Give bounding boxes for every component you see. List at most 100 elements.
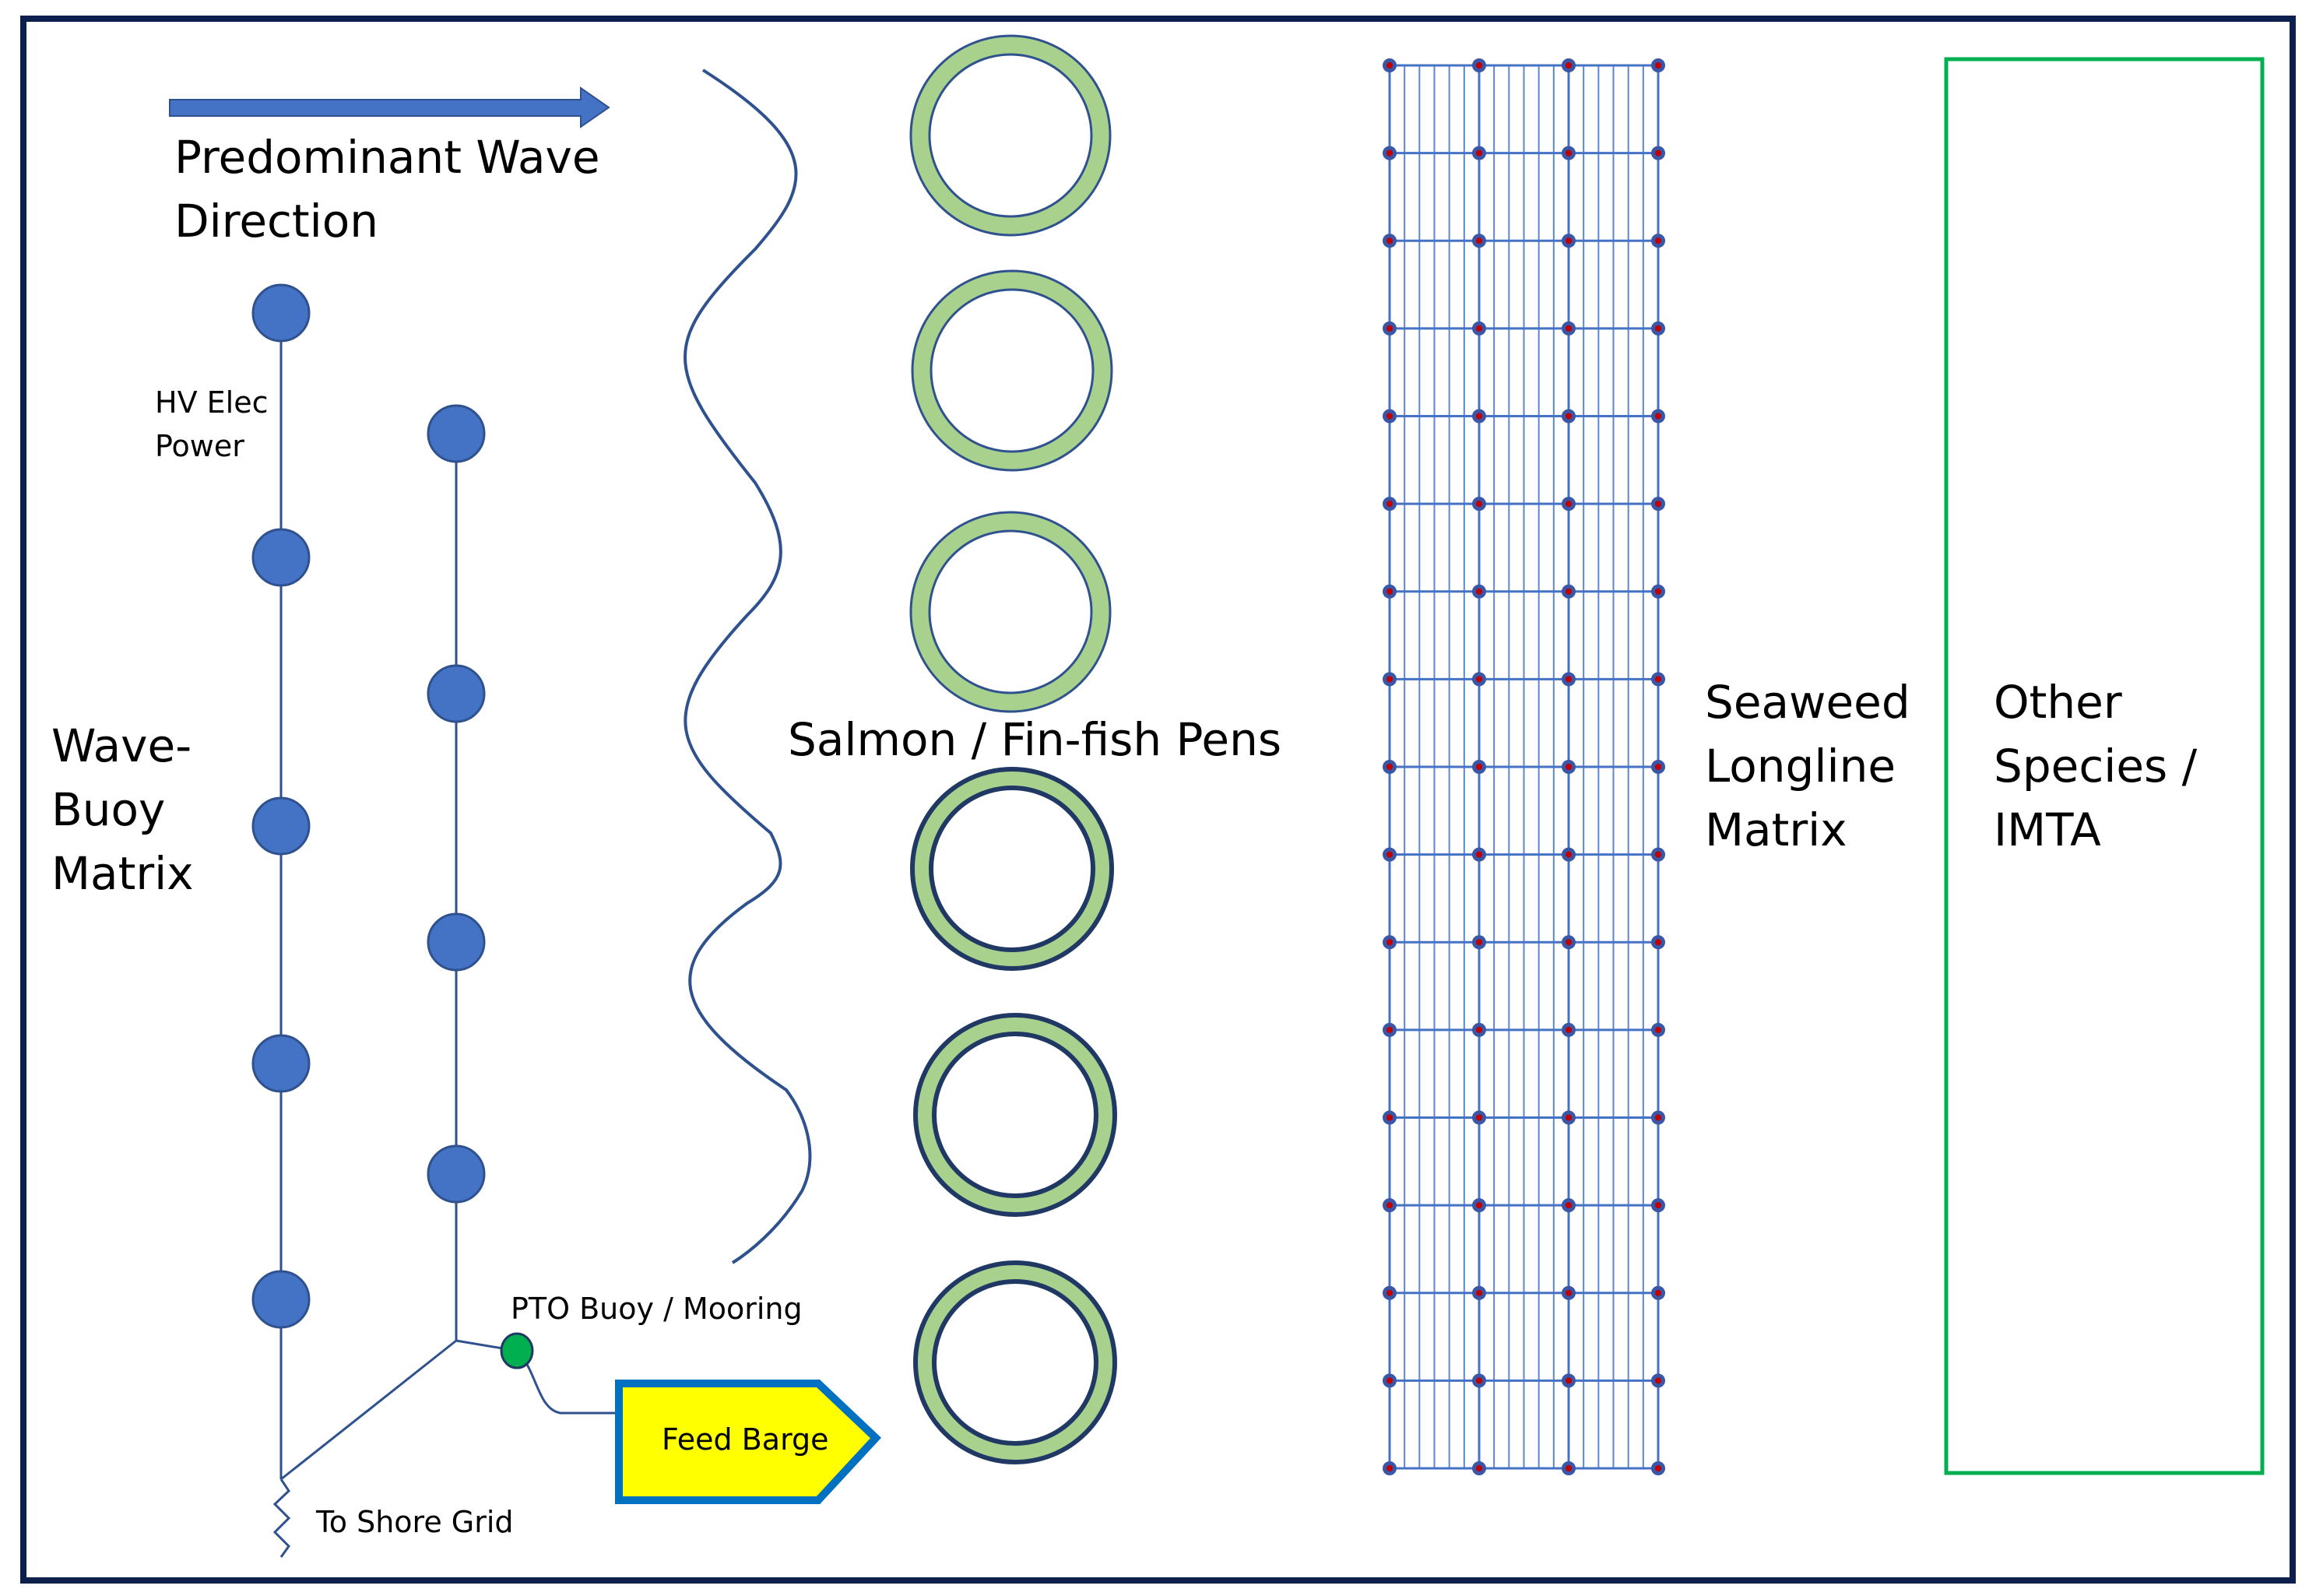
- longline-node-center-3-2: [1476, 237, 1482, 244]
- fish-pen-4: [913, 770, 1111, 968]
- shore-cable-zigzag: [272, 1478, 291, 1558]
- wave-buoy-right-1: [427, 404, 486, 463]
- fish-pen-inner-edge-5: [932, 1032, 1098, 1198]
- fish-pen-inner-edge-1: [928, 53, 1093, 218]
- imta-label-line3: IMTA: [1994, 803, 2101, 856]
- longline-node-center-5-3: [1566, 413, 1572, 420]
- wave-buoy-left-2: [251, 528, 311, 587]
- longline-node-center-1-4: [1655, 62, 1661, 69]
- longline-node-center-5-4: [1655, 413, 1661, 420]
- longline-node-center-7-1: [1386, 588, 1393, 595]
- seaweed-label-line2: Longline: [1705, 740, 1896, 793]
- longline-node-center-12-1: [1386, 1026, 1393, 1033]
- longline-node-center-5-1: [1386, 413, 1393, 420]
- longline-node-center-3-3: [1566, 237, 1572, 244]
- longline-node-center-6-1: [1386, 501, 1393, 508]
- feed-barge-label: Feed Barge: [662, 1422, 829, 1457]
- longline-node-center-10-4: [1655, 851, 1661, 858]
- feed-barge: [615, 1380, 882, 1504]
- fish-pen-6: [916, 1264, 1114, 1461]
- longline-node-center-10-1: [1386, 851, 1393, 858]
- longline-node-center-9-2: [1476, 764, 1482, 770]
- salmon-pens-label: Salmon / Fin-fish Pens: [788, 713, 1281, 766]
- fish-pen-3: [912, 513, 1109, 711]
- to-shore-label: To Shore Grid: [315, 1505, 514, 1539]
- wave-buoy-matrix-label-line1: Wave-: [51, 719, 192, 772]
- longline-node-center-1-2: [1476, 62, 1482, 69]
- fish-pen-inner-edge-6: [932, 1279, 1098, 1446]
- longline-node-center-6-2: [1476, 501, 1482, 508]
- seaweed-label-line1: Seaweed: [1705, 676, 1910, 729]
- longline-node-center-15-1: [1386, 1289, 1393, 1296]
- fish-pen-outer-edge-5: [913, 1013, 1117, 1217]
- longline-node-center-12-3: [1566, 1026, 1572, 1033]
- longline-node-center-2-4: [1655, 149, 1661, 156]
- longline-node-center-8-4: [1655, 676, 1661, 683]
- longline-node-center-9-1: [1386, 764, 1393, 770]
- longline-node-center-17-4: [1655, 1465, 1661, 1471]
- longline-node-center-9-4: [1655, 764, 1661, 770]
- longline-node-center-4-3: [1566, 325, 1572, 332]
- wave-buoy-left-3: [251, 796, 311, 856]
- longline-node-center-16-3: [1566, 1377, 1572, 1384]
- longline-node-center-3-4: [1655, 237, 1661, 244]
- longline-node-center-14-4: [1655, 1202, 1661, 1209]
- longline-node-center-14-3: [1566, 1202, 1572, 1209]
- wave-buoy-left-1: [251, 283, 311, 343]
- wave-direction-label-line2: Direction: [174, 195, 378, 248]
- longline-node-center-13-4: [1655, 1114, 1661, 1121]
- wave-buoy-right-2: [427, 664, 486, 723]
- fish-pen-inner-edge-4: [929, 786, 1095, 952]
- longline-node-center-3-1: [1386, 237, 1393, 244]
- fish-pen-2: [913, 272, 1111, 469]
- wave-line: [684, 69, 812, 1264]
- longline-node-center-6-4: [1655, 501, 1661, 508]
- longline-node-center-1-3: [1566, 62, 1572, 69]
- longline-node-center-13-2: [1476, 1114, 1482, 1121]
- longline-node-center-15-4: [1655, 1289, 1661, 1296]
- longline-node-center-17-3: [1566, 1465, 1572, 1471]
- longline-node-center-1-1: [1386, 62, 1393, 69]
- longline-node-center-7-3: [1566, 588, 1572, 595]
- longline-node-center-14-2: [1476, 1202, 1482, 1209]
- hv-power-label-line1: HV Elec: [155, 385, 269, 420]
- longline-node-center-4-2: [1476, 325, 1482, 332]
- longline-node-center-4-1: [1386, 325, 1393, 332]
- longline-node-center-8-3: [1566, 676, 1572, 683]
- longline-node-center-10-3: [1566, 851, 1572, 858]
- longline-node-center-11-3: [1566, 939, 1572, 946]
- longline-node-center-11-4: [1655, 939, 1661, 946]
- imta-label-line2: Species /: [1994, 740, 2198, 793]
- longline-node-center-11-1: [1386, 939, 1393, 946]
- longline-node-center-11-2: [1476, 939, 1482, 946]
- longline-node-center-2-2: [1476, 149, 1482, 156]
- wave-buoy-right-4: [427, 1144, 486, 1204]
- longline-node-center-7-4: [1655, 588, 1661, 595]
- wave-buoy-matrix-label-line2: Buoy: [51, 783, 165, 836]
- longline-node-center-4-4: [1655, 325, 1661, 332]
- wave-direction-arrow: [169, 86, 610, 128]
- fish-pen-outer-edge-1: [909, 34, 1112, 237]
- imta-label-line1: Other: [1994, 676, 2122, 729]
- longline-node-center-12-4: [1655, 1026, 1661, 1033]
- longline-node-center-9-3: [1566, 764, 1572, 770]
- fish-pen-outer-edge-4: [910, 767, 1114, 971]
- longline-node-center-10-2: [1476, 851, 1482, 858]
- wave-buoy-right-3: [427, 912, 486, 972]
- fish-pen-inner-edge-2: [930, 288, 1095, 453]
- imta-area: [1944, 57, 2265, 1475]
- pto-buoy-label: PTO Buoy / Mooring: [511, 1292, 803, 1326]
- longline-node-center-15-3: [1566, 1289, 1572, 1296]
- longline-node-center-17-1: [1386, 1465, 1393, 1471]
- junction-cable: [280, 1339, 457, 1481]
- fish-pen-inner-edge-3: [928, 529, 1093, 694]
- pto-buoy: [500, 1332, 534, 1369]
- longline-node-center-13-3: [1566, 1114, 1572, 1121]
- fish-pen-outer-edge-3: [909, 511, 1112, 713]
- hv-power-label-line2: Power: [155, 429, 244, 463]
- longline-node-center-12-2: [1476, 1026, 1482, 1033]
- longline-node-center-16-4: [1655, 1377, 1661, 1384]
- fish-pen-1: [912, 37, 1109, 234]
- longline-node-center-2-3: [1566, 149, 1572, 156]
